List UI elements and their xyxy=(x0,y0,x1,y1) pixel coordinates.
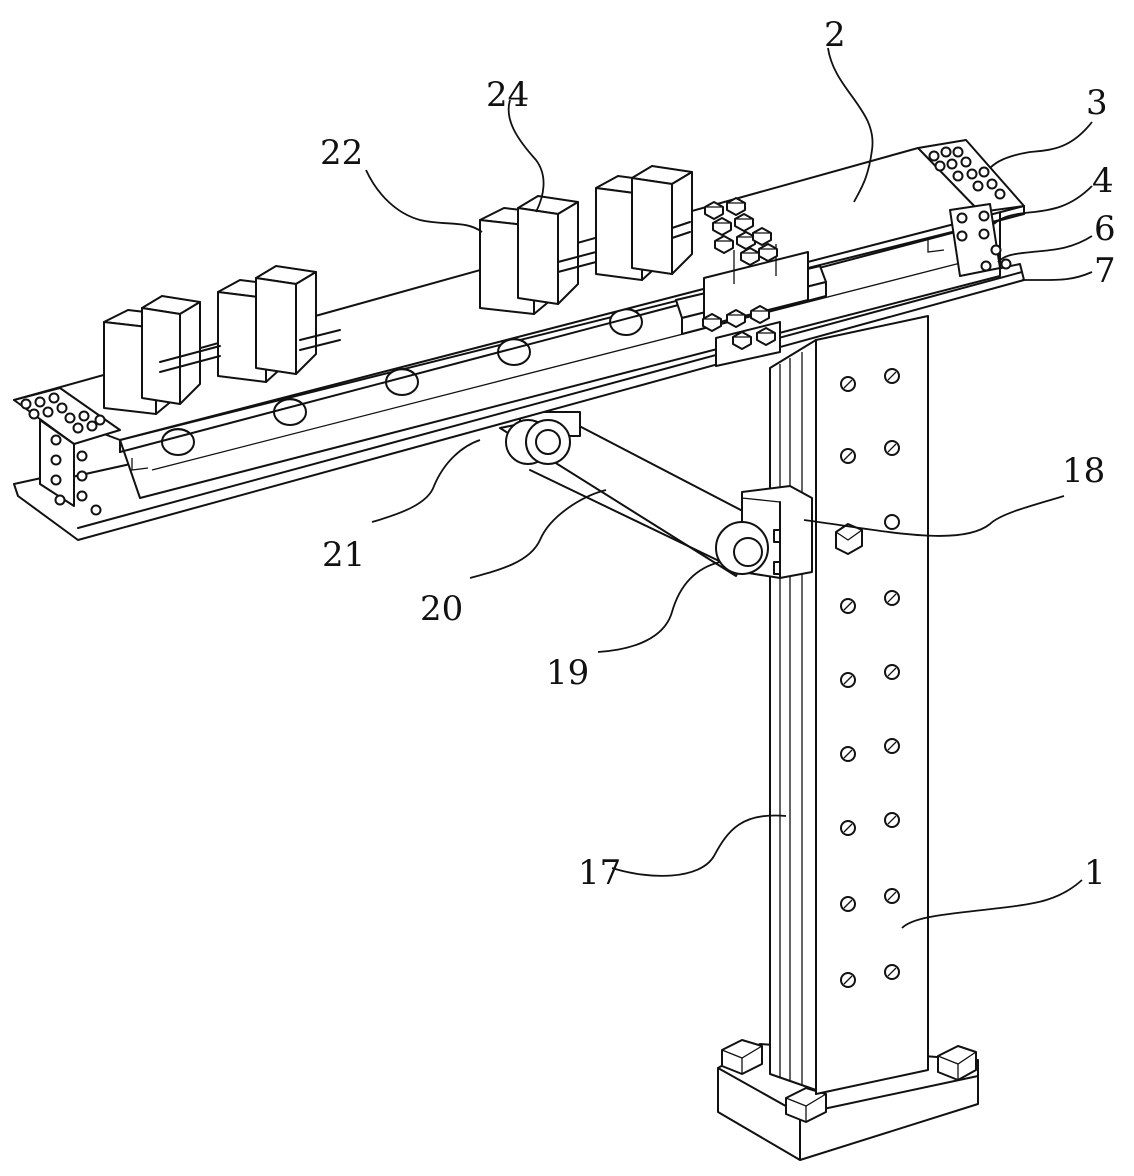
end-stud-side xyxy=(56,496,65,505)
column-guide-rail xyxy=(770,340,816,1090)
end-stud xyxy=(22,400,31,409)
end-stud xyxy=(974,182,983,191)
reference-labels: 1 2 3 4 6 7 17 18 19 20 21 22 24 xyxy=(320,15,1116,893)
clamp-bolt xyxy=(713,218,731,235)
end-stud xyxy=(936,162,945,171)
end-stud xyxy=(948,160,957,169)
end-stud-side xyxy=(982,262,991,271)
end-stud xyxy=(36,398,45,407)
end-stud-side xyxy=(958,214,967,223)
clamp-bolt xyxy=(727,310,745,327)
label-21: 21 xyxy=(322,535,365,575)
spacer-face xyxy=(142,308,180,404)
label-2: 2 xyxy=(824,15,846,55)
end-stud-side xyxy=(78,492,87,501)
column-hole xyxy=(885,515,899,529)
clamp-bolt xyxy=(727,198,745,215)
end-stud xyxy=(44,408,53,417)
end-stud-side xyxy=(92,506,101,515)
end-stud xyxy=(954,172,963,181)
clamp-bolt xyxy=(741,248,759,265)
end-stud-side xyxy=(958,232,967,241)
end-stud-side xyxy=(78,452,87,461)
end-stud xyxy=(968,170,977,179)
clamp-bolt xyxy=(705,202,723,219)
end-stud-side xyxy=(52,476,61,485)
end-stud xyxy=(942,148,951,157)
end-stud-side xyxy=(992,246,1001,255)
end-stud xyxy=(50,394,59,403)
end-stud xyxy=(988,180,997,189)
end-stud xyxy=(74,424,83,433)
clamp-bolt xyxy=(751,306,769,323)
label-1: 1 xyxy=(1084,853,1106,893)
end-stud-side xyxy=(980,212,989,221)
end-stud xyxy=(954,148,963,157)
end-stud xyxy=(930,152,939,161)
clamp-bolt xyxy=(703,314,721,331)
end-stud xyxy=(80,412,89,421)
end-stud-side xyxy=(980,230,989,239)
label-24: 24 xyxy=(486,75,529,115)
clamp-bolt xyxy=(715,236,733,253)
label-20: 20 xyxy=(420,589,463,629)
end-stud xyxy=(30,410,39,419)
clamp-bolt xyxy=(733,332,751,349)
spacer-face xyxy=(518,208,558,304)
spacer-face xyxy=(632,178,672,274)
clamp-bolt xyxy=(753,228,771,245)
end-stud xyxy=(980,168,989,177)
label-19: 19 xyxy=(546,653,589,693)
clamp-bolt xyxy=(735,214,753,231)
column-post xyxy=(816,316,928,1094)
label-4: 4 xyxy=(1092,161,1114,201)
lower-pivot-bracket xyxy=(716,486,812,578)
end-stud xyxy=(66,414,75,423)
clamp-bolt xyxy=(759,244,777,261)
label-3: 3 xyxy=(1086,83,1108,123)
end-stud xyxy=(58,404,67,413)
label-22: 22 xyxy=(320,133,363,173)
end-stud xyxy=(962,158,971,167)
end-stud-side xyxy=(52,456,61,465)
label-17: 17 xyxy=(578,853,621,893)
label-6: 6 xyxy=(1094,209,1116,249)
end-stud-side xyxy=(78,472,87,481)
end-stud-side xyxy=(1002,260,1011,269)
label-18: 18 xyxy=(1062,451,1105,491)
end-stud xyxy=(88,422,97,431)
spacer-face xyxy=(256,278,296,374)
end-stud xyxy=(96,416,105,425)
end-stud-side xyxy=(52,436,61,445)
end-stud xyxy=(996,190,1005,199)
clamp-bolt xyxy=(757,328,775,345)
label-7: 7 xyxy=(1094,251,1116,291)
